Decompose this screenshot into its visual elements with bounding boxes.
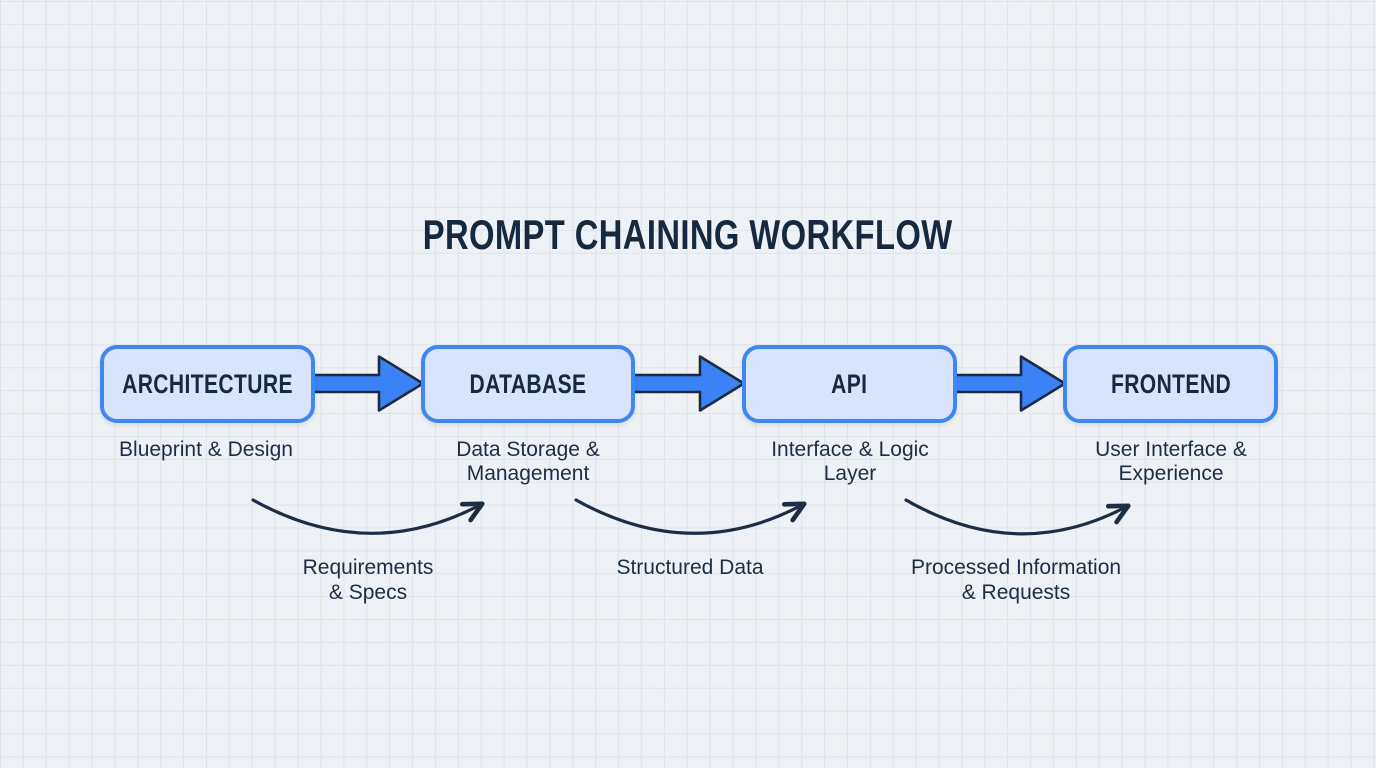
curve-arrow-structured-data: [574, 498, 807, 535]
node-api: API: [742, 345, 957, 423]
edge-label-processed-information: Processed Information & Requests: [910, 556, 1122, 604]
node-frontend-label: FRONTEND: [1110, 368, 1231, 399]
node-frontend-subtitle: User Interface & Experience: [1095, 438, 1247, 485]
page-title: PROMPT CHAINING WORKFLOW: [0, 211, 1376, 259]
node-api-label: API: [831, 368, 868, 399]
node-database-subtitle: Data Storage & Management: [456, 438, 600, 485]
node-api-subtitle: Interface & Logic Layer: [771, 438, 929, 485]
flow-arrow-database-api: [631, 355, 746, 412]
node-architecture: ARCHITECTURE: [100, 345, 315, 423]
node-database: DATABASE: [421, 345, 635, 423]
edge-label-requirements: Requirements & Specs: [302, 556, 434, 604]
node-architecture-subtitle: Blueprint & Design: [119, 438, 293, 461]
flow-arrow-architecture-database: [311, 355, 425, 412]
curve-arrow-requirements: [251, 498, 485, 535]
flow-arrow-api-frontend: [953, 355, 1067, 412]
edge-label-structured-data: Structured Data: [616, 556, 764, 579]
node-architecture-label: ARCHITECTURE: [122, 368, 293, 399]
node-database-label: DATABASE: [469, 368, 587, 399]
node-frontend: FRONTEND: [1063, 345, 1278, 423]
curve-arrow-processed-information: [904, 498, 1131, 536]
page-title-text: PROMPT CHAINING WORKFLOW: [423, 211, 953, 258]
